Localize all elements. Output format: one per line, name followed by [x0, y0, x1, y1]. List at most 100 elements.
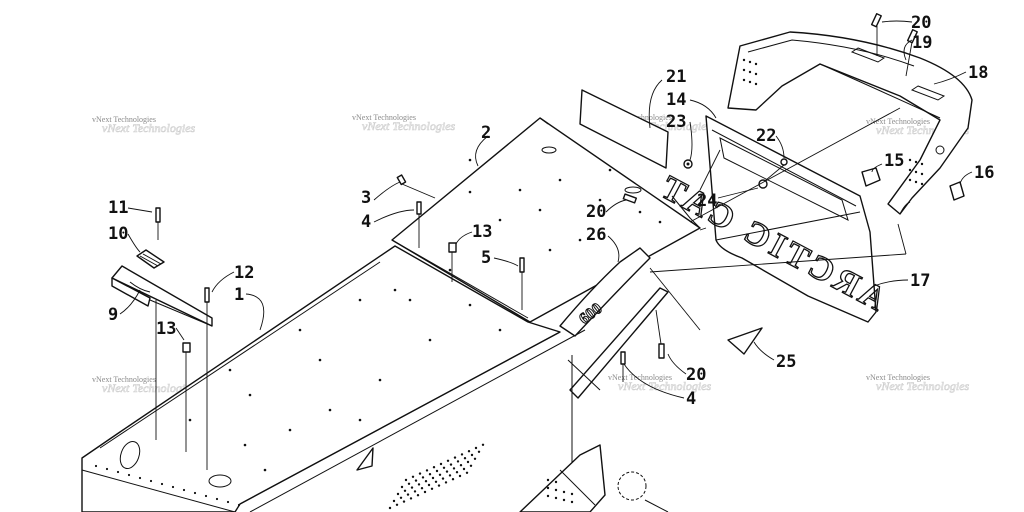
arrow-icon — [356, 447, 374, 471]
part-2-deck-extension — [391, 117, 701, 323]
callout-14: 14 — [666, 90, 686, 110]
callout-10: 10 — [108, 224, 128, 244]
rivet-hole — [425, 469, 429, 472]
rivet-hole — [638, 210, 642, 214]
rivet-hole — [754, 72, 758, 76]
rivet-hole — [748, 70, 752, 74]
rivet-hole — [432, 466, 436, 469]
rivet-holes — [94, 58, 924, 510]
rivet-hole — [318, 358, 322, 362]
rivet-hole — [908, 168, 912, 172]
part-14-inner-frame — [719, 137, 849, 221]
rivet-hole — [228, 368, 232, 372]
rivet-hole — [400, 485, 404, 489]
part-24-nut — [758, 179, 768, 189]
rivet-hole — [465, 471, 469, 474]
rivet-hole — [453, 456, 457, 459]
rivet-hole — [441, 477, 445, 480]
rivet-hole — [459, 464, 463, 467]
rivet-hole — [498, 218, 502, 222]
grab-bar-hole — [935, 145, 945, 155]
rivet-hole — [448, 474, 452, 477]
rivet-hole — [920, 172, 924, 176]
part-15-clip — [861, 167, 881, 187]
watermark-label: vNext Technologies — [866, 117, 930, 126]
callout-4: 4 — [361, 212, 371, 232]
part-9-bracket — [111, 265, 213, 327]
part-23-washer — [683, 159, 693, 169]
part-13-nut-lower — [182, 342, 191, 452]
rivet-hole — [243, 443, 247, 447]
rivet-hole — [445, 470, 449, 473]
rivet-hole — [548, 248, 552, 252]
rivet-hole — [473, 457, 477, 460]
rivet-hole — [298, 328, 302, 332]
rivet-hole — [470, 453, 474, 457]
tunnel-cutout — [119, 440, 141, 470]
rivet-hole — [406, 493, 410, 496]
part-5-bolt — [519, 257, 525, 310]
rivet-hole — [578, 238, 582, 242]
callout-leaders — [119, 20, 973, 399]
rivet-hole — [408, 298, 412, 302]
rivet-hole — [420, 487, 424, 490]
rivet-hole — [518, 188, 522, 192]
watermark: vNext Technologies vNext Technologies — [352, 113, 456, 133]
rivet-hole — [411, 475, 415, 478]
callout-26: 26 — [586, 225, 606, 245]
rivet-hole — [414, 479, 418, 482]
callout-18: 18 — [968, 63, 988, 83]
rivet-hole — [458, 474, 462, 478]
rivet-hole — [448, 268, 452, 272]
rivet-hole — [570, 492, 574, 496]
part-20-bolt-top — [870, 13, 882, 56]
rivet-hole — [237, 503, 241, 507]
rivet-hole — [754, 82, 758, 86]
rivet-hole — [437, 484, 441, 487]
callout-4: 4 — [686, 389, 696, 409]
rivet-hole — [116, 470, 120, 474]
rivet-hole — [428, 473, 432, 476]
rivet-hole — [248, 393, 252, 397]
rivet-hole — [424, 480, 428, 483]
rivet-hole — [393, 288, 397, 292]
watermark-label: vNext Technologies — [608, 373, 672, 382]
rivet-hole — [462, 467, 466, 471]
part-20-bolt-middle — [622, 193, 638, 204]
rivet-hole — [538, 208, 542, 212]
rivet-hole — [127, 473, 131, 477]
callout-11: 11 — [108, 198, 128, 218]
watermark: vNext Technologies vNext Technologies — [92, 115, 196, 135]
callout-19: 19 — [912, 33, 932, 53]
rivet-hole — [434, 480, 438, 483]
part-3-bolt — [396, 174, 436, 199]
rivet-hole — [160, 482, 164, 486]
rivet-hole — [463, 457, 467, 460]
rivet-hole — [418, 472, 422, 475]
rivet-hole — [920, 162, 924, 166]
rivet-hole — [914, 160, 918, 164]
callout-13: 13 — [156, 319, 176, 339]
rivet-hole — [416, 494, 420, 497]
rivet-hole — [914, 170, 918, 174]
rivet-hole — [138, 476, 142, 480]
lower-bracket — [519, 444, 669, 512]
rivet-hole — [562, 498, 566, 502]
rivet-hole — [392, 499, 396, 503]
rivet-hole — [399, 496, 403, 499]
callouts: 20 19 18 21 14 23 22 2 15 16 3 4 20 24 2… — [108, 13, 994, 409]
rivet-hole — [263, 468, 267, 472]
rivet-hole — [554, 480, 558, 484]
rivet-hole — [188, 418, 192, 422]
rivet-hole — [742, 58, 746, 62]
bumper-rail — [567, 287, 669, 512]
watermark-label: vNext Technologies — [352, 113, 416, 122]
rivet-hole — [431, 476, 435, 480]
rivet-hole — [413, 490, 417, 493]
rivet-hole — [378, 378, 382, 382]
rivet-hole — [407, 482, 411, 485]
part-1-tunnel — [81, 245, 586, 512]
rivet-hole — [658, 220, 662, 224]
watermark-ghost: vNext Technologies — [362, 119, 456, 133]
